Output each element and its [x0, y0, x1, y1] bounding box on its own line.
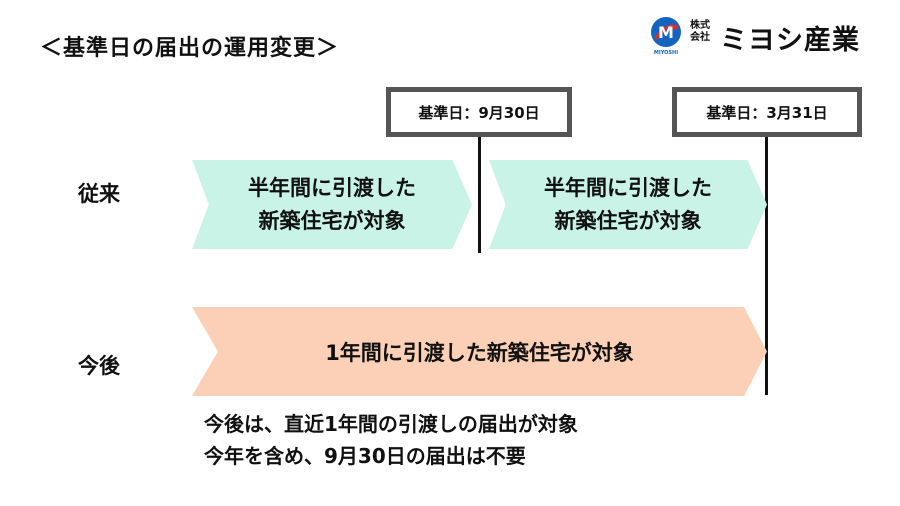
page-title: ＜基準日の届出の運用変更＞ [40, 36, 340, 61]
row-label-old: 従来 [78, 182, 120, 206]
logo-company-name: ミヨシ産業 [720, 25, 860, 56]
row-label-new: 今後 [78, 354, 120, 378]
segment-line-1: 半年間に引渡した [544, 175, 712, 200]
note-line-2: 今年を含め、9月30日の届出は不要 [204, 444, 526, 468]
logo-mark-letter: M [658, 23, 674, 42]
old-segment-second-half: 半年間に引渡した 新築住宅が対象 [489, 160, 767, 249]
company-logo: M MIYOSHI 株式 会社 ミヨシ産業 [648, 14, 878, 58]
marker-sep30: 基準日：9月30日 [386, 87, 572, 137]
note-line-1: 今後は、直近1年間の引渡しの届出が対象 [204, 412, 578, 436]
divider-mar31 [765, 137, 768, 395]
old-segment-first-half: 半年間に引渡した 新築住宅が対象 [192, 160, 472, 249]
miyoshi-logo-icon: M MIYOSHI [651, 17, 681, 56]
logo-company-type: 株式 会社 [690, 20, 710, 43]
divider-sep30 [478, 137, 481, 253]
segment-line-2: 新築住宅が対象 [554, 208, 702, 233]
new-segment-full-year: 1年間に引渡した新築住宅が対象 [192, 307, 767, 396]
segment-line-1: 半年間に引渡した [248, 175, 416, 200]
marker-mar31: 基準日：3月31日 [672, 87, 862, 137]
logo-mark-sub: MIYOSHI [654, 50, 678, 56]
segment-line-2: 新築住宅が対象 [258, 208, 406, 233]
